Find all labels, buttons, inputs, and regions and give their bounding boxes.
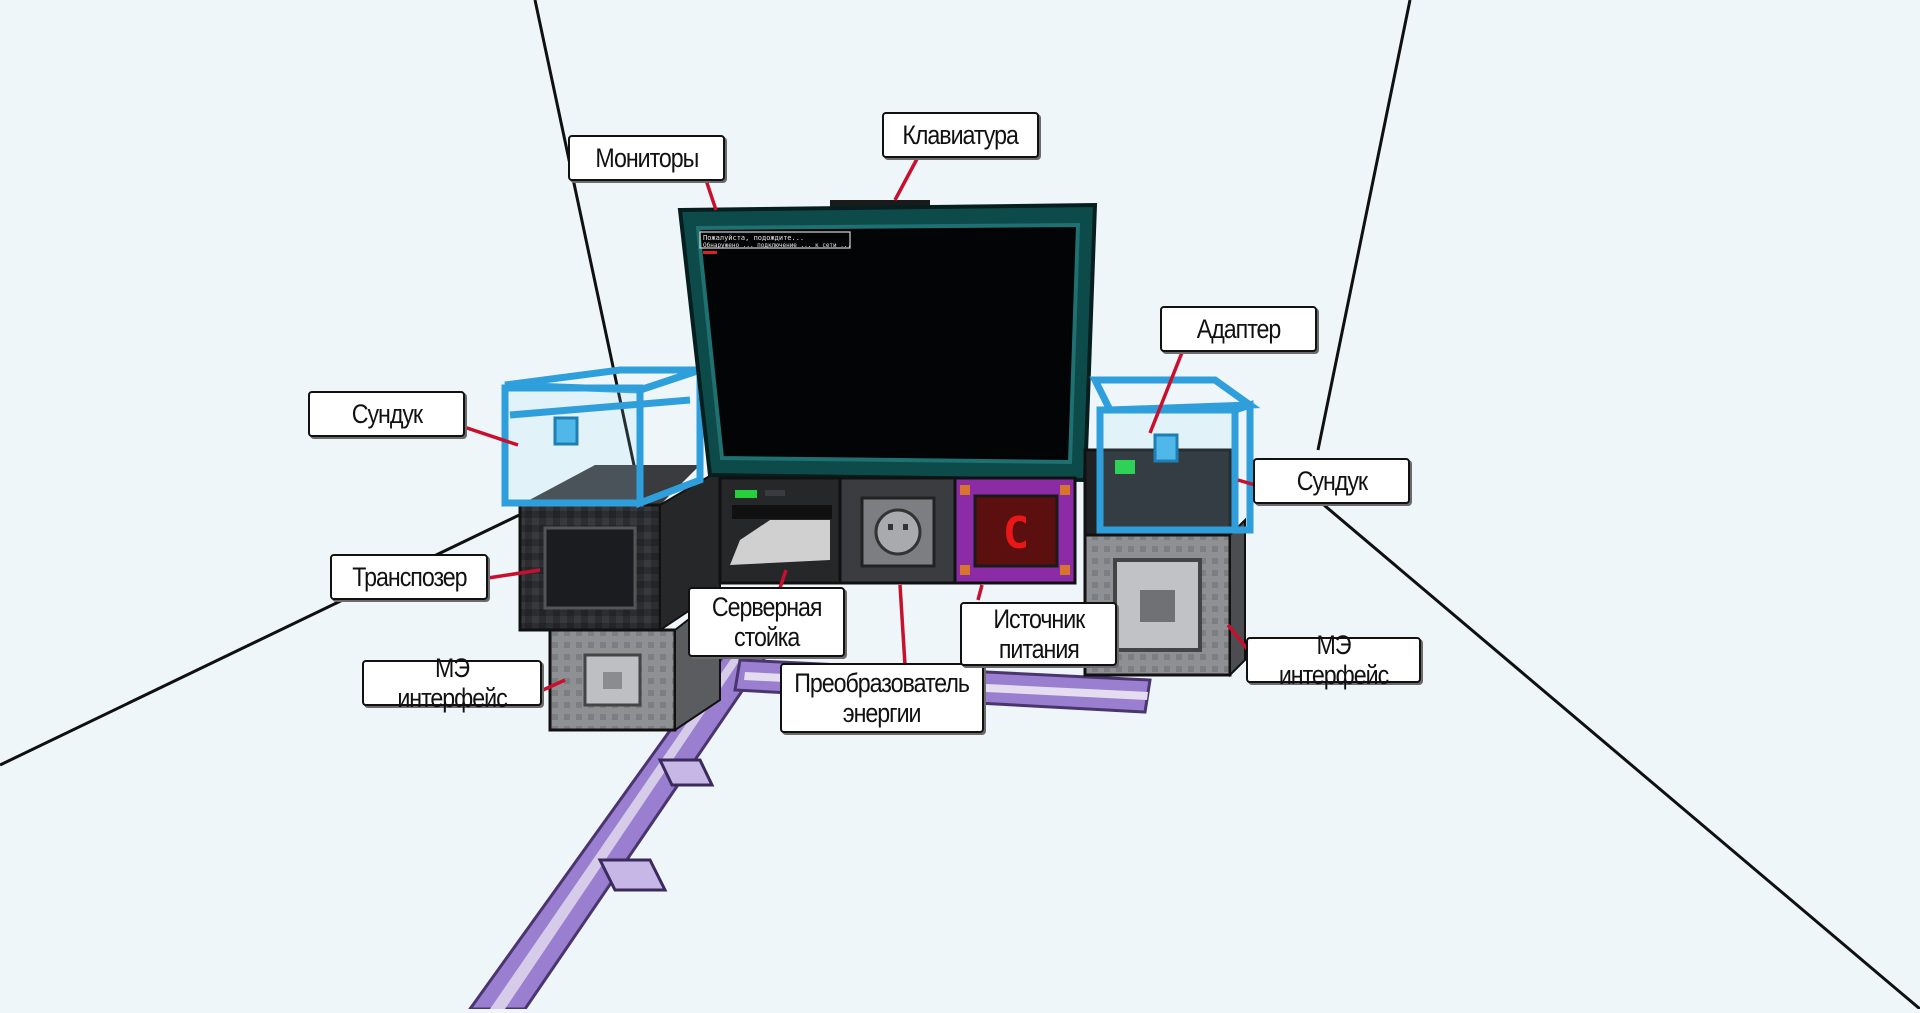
right-chest xyxy=(1089,376,1261,534)
left-stack xyxy=(518,465,721,732)
monitor: Пожалуйста, подождите... Обнаружено ... … xyxy=(677,200,1098,483)
left-chest xyxy=(501,365,704,509)
label-me-interface-right: МЭ интерфейс xyxy=(1246,630,1421,690)
label-chest-left: Сундук xyxy=(308,391,465,437)
label-me-interface-left: МЭ интерфейс xyxy=(362,653,542,713)
label-transposer: Транспозер xyxy=(330,554,488,600)
leader-lines xyxy=(463,156,1256,692)
label-keyboard: Клавиатура xyxy=(882,112,1039,158)
label-power-source: Источник питания xyxy=(960,602,1117,666)
label-chest-right: Сундук xyxy=(1253,458,1410,504)
label-power-converter: Преобразователь энергии xyxy=(780,663,984,733)
power-source-glyph: C xyxy=(1003,508,1030,559)
label-server-rack: Серверная стойка xyxy=(688,587,845,657)
screen-line-1: Пожалуйста, подождите... xyxy=(703,234,804,242)
power-source-block: C xyxy=(953,476,1077,585)
right-stack xyxy=(1083,448,1246,678)
power-converter-block xyxy=(838,476,957,585)
label-monitors: Мониторы xyxy=(568,135,725,181)
screen-line-2: Обнаружено ... подключение ... к сети ..… xyxy=(703,242,851,249)
label-adapter: Адаптер xyxy=(1160,306,1317,352)
server-rack-block xyxy=(718,476,842,585)
